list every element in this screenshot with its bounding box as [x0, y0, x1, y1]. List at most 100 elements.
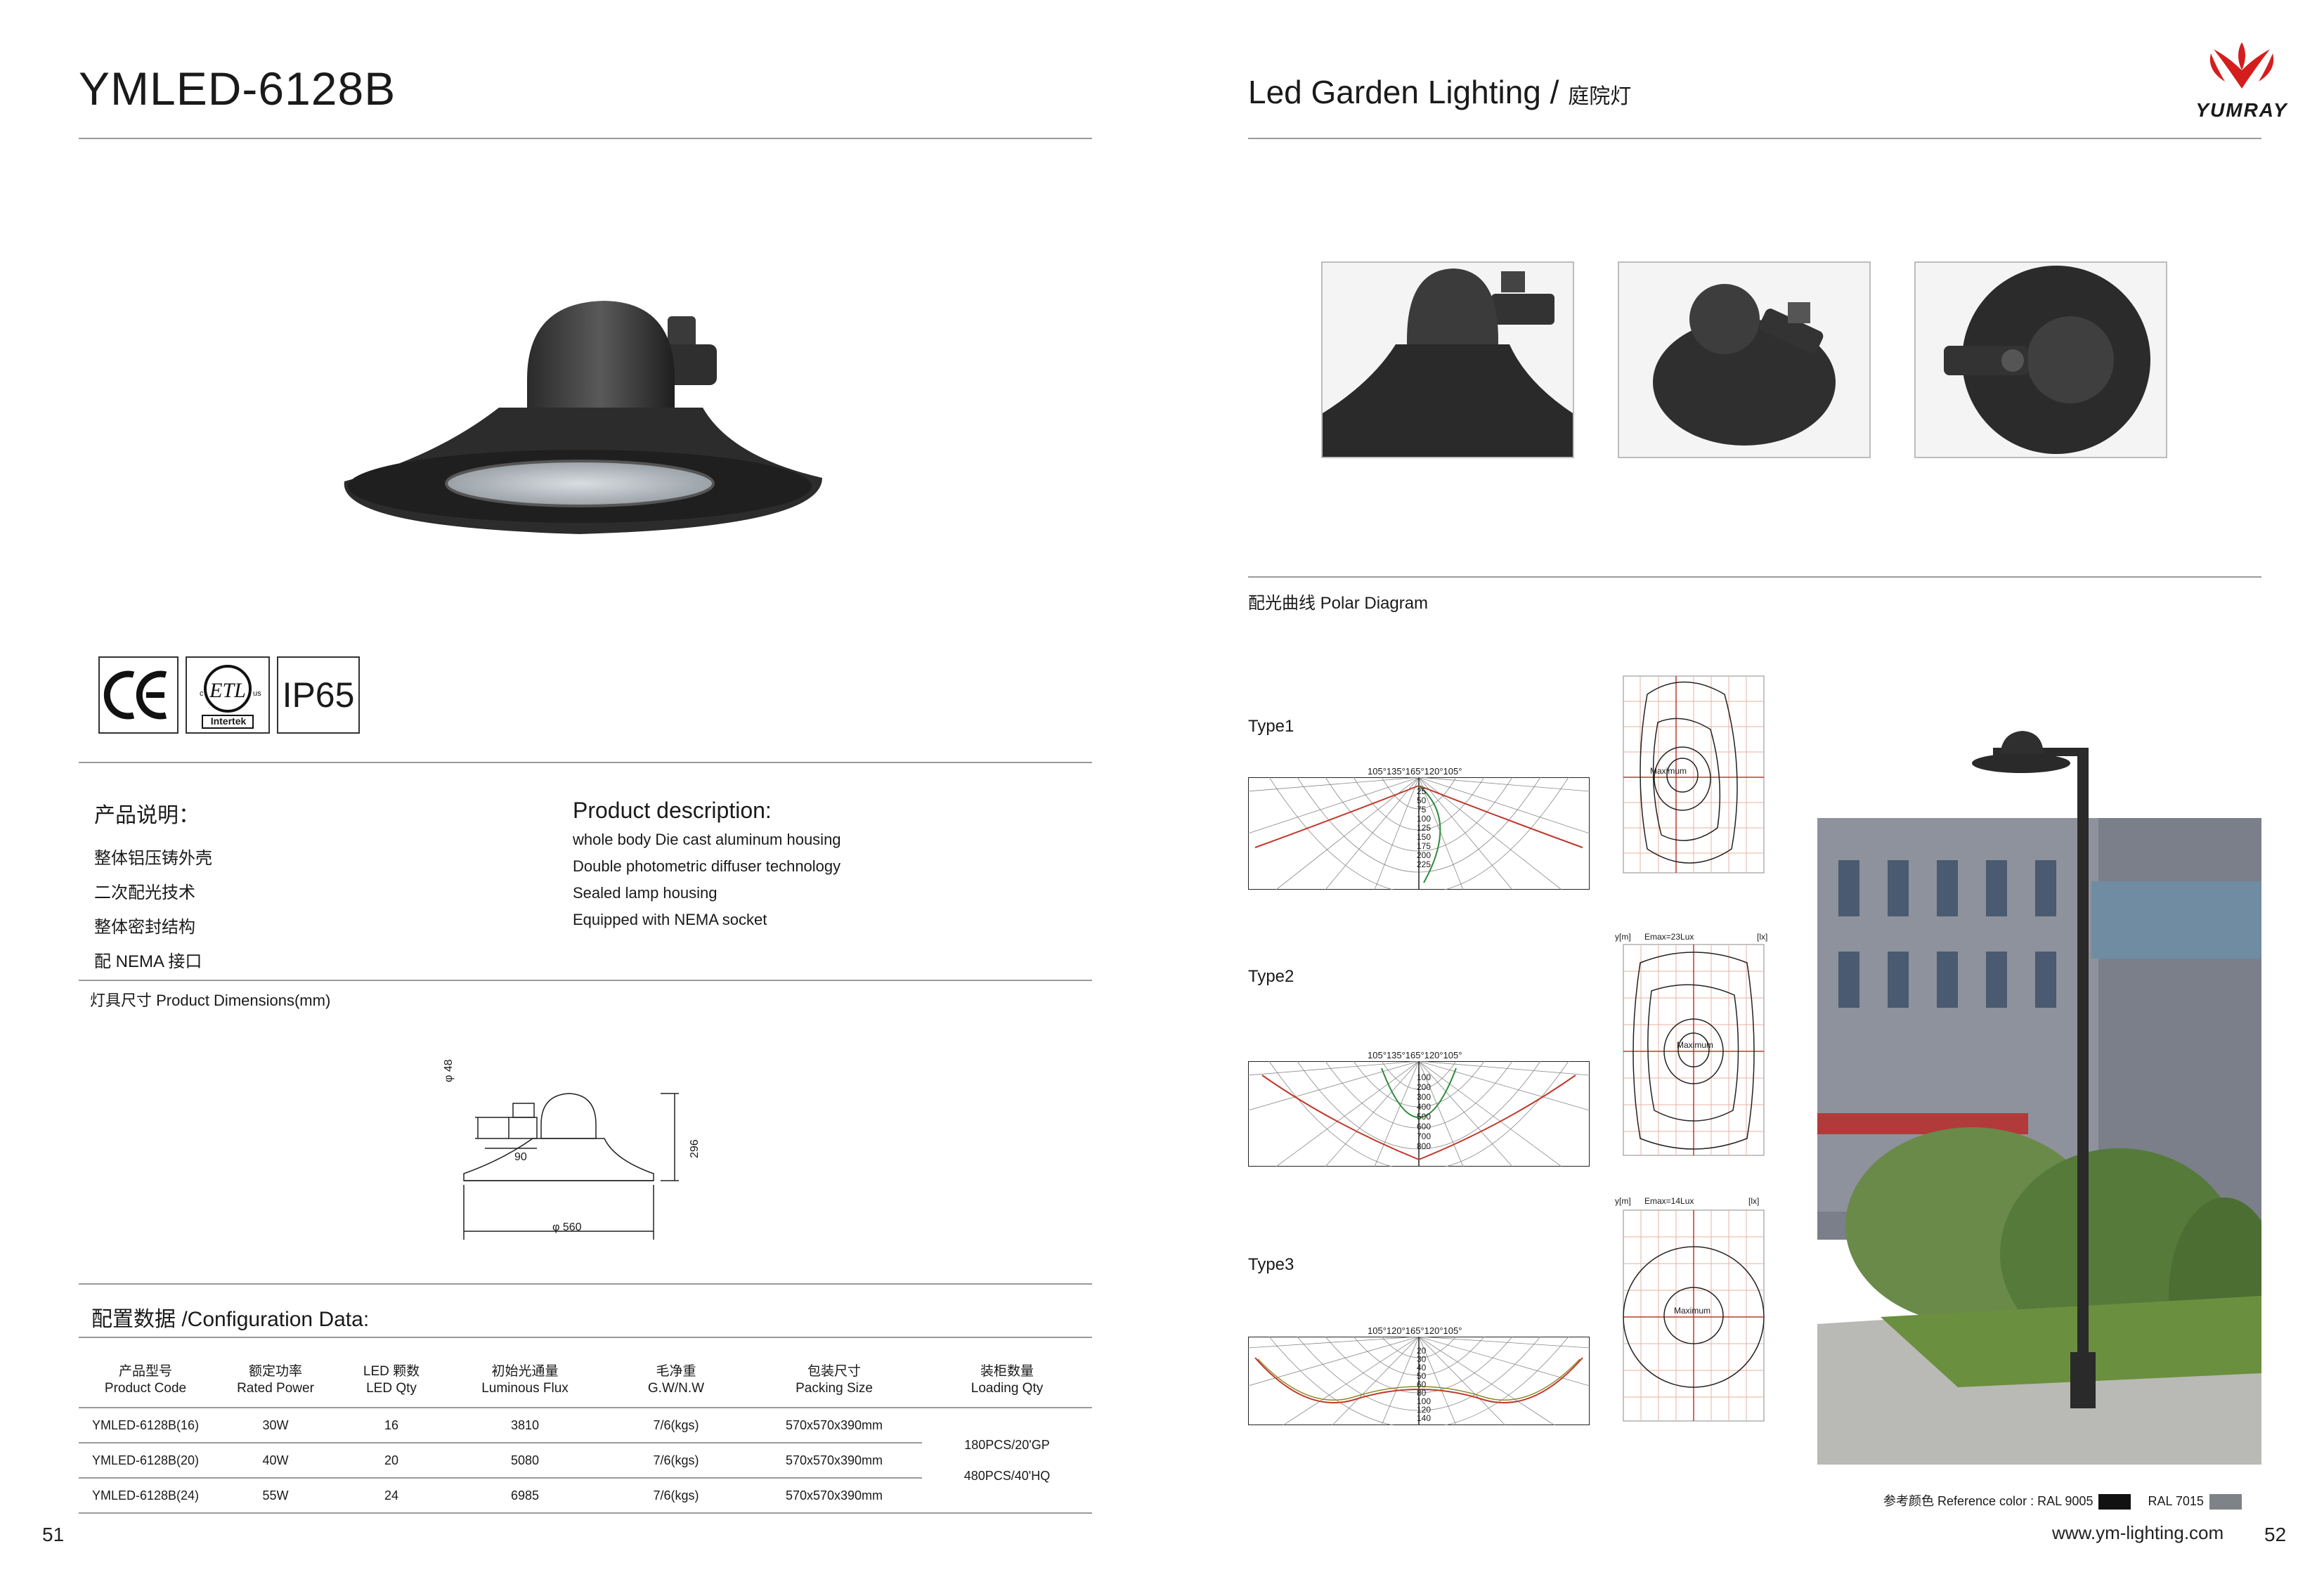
description-en: Product description: whole body Die cast… [573, 798, 841, 937]
type2-iso-emax: Emax=23Lux [1644, 932, 1694, 942]
dimensions-label: 灯具尺寸 Product Dimensions(mm) [90, 992, 331, 1009]
cell: 570x570x390mm [746, 1408, 922, 1443]
description-cn-title: 产品说明： [94, 804, 200, 827]
cell: 30W [212, 1408, 339, 1443]
cell: 20 [339, 1443, 444, 1479]
type3-iso-ylabel: y[m] [1615, 1196, 1631, 1206]
thumbnail-side-view [1321, 261, 1574, 458]
category-cn: 庭院灯 [1568, 85, 1632, 108]
dimension-drawing [463, 1093, 679, 1240]
type1-iso-max: Maximum [1650, 766, 1687, 776]
type1-polar-chart [1248, 777, 1590, 890]
description-en-item: Equipped with NEMA socket [573, 911, 767, 928]
type2-label: Type2 [1248, 967, 1294, 986]
description-cn-item: 整体密封结构 [94, 918, 195, 937]
cell: YMLED-6128B(16) [79, 1408, 212, 1443]
type2-iso-unit: [lx] [1757, 932, 1768, 942]
reference-color: 参考颜色 Reference color : RAL 9005 RAL 7015 [1883, 1491, 2242, 1510]
table-row: YMLED-6128B(16) 30W 16 3810 7/6(kgs) 570… [79, 1408, 1092, 1514]
type3-iso-unit: [lx] [1748, 1196, 1760, 1206]
divider [79, 762, 1092, 763]
type1-label: Type1 [1248, 717, 1294, 736]
dim-296: 296 [689, 1139, 701, 1158]
description-cn: 产品说明： 整体铝压铸外壳 二次配光技术 整体密封结构 配 NEMA 接口 [94, 798, 212, 982]
svg-text:ETL: ETL [209, 679, 246, 702]
divider [1248, 576, 2261, 578]
divider [1248, 138, 2261, 139]
etl-mark: ETL c us Intertek [186, 656, 270, 734]
svg-text:c: c [200, 689, 204, 698]
cell: 570x570x390mm [746, 1478, 922, 1514]
thumbnail-top-view [1914, 261, 2167, 458]
dim-d560: φ 560 [552, 1221, 582, 1233]
divider [79, 1337, 1092, 1338]
installation-photo [1817, 720, 2261, 1465]
type2-isolux-chart [1623, 944, 1765, 1156]
product-model-title: YMLED-6128B [79, 63, 396, 115]
description-cn-item: 二次配光技术 [94, 883, 195, 902]
logo-icon [2209, 42, 2274, 89]
table-row: YMLED-6128B(24) 55W 24 6985 7/6(kgs) 570… [79, 1478, 1092, 1514]
cell: 40W [212, 1443, 339, 1479]
type2-angle-labels: 105°135°165°120°105° [1368, 1050, 1462, 1060]
type3-isolux-chart [1623, 1209, 1765, 1422]
cell: 7/6(kgs) [606, 1408, 746, 1443]
type3-label: Type3 [1248, 1255, 1294, 1274]
category-en: Led Garden Lighting / [1248, 74, 1559, 110]
divider [79, 980, 1092, 981]
cell: 24 [339, 1478, 444, 1514]
type3-polar-chart [1248, 1337, 1590, 1425]
dim-90: 90 [514, 1151, 527, 1163]
cell: 55W [212, 1478, 339, 1514]
type3-angle-labels: 105°120°165°120°105° [1368, 1325, 1462, 1336]
type1-isolux-chart [1623, 675, 1765, 874]
divider [79, 138, 1092, 139]
ral7015-label: RAL 7015 [2148, 1494, 2204, 1508]
brand-logo: YUMRAY [2186, 39, 2298, 124]
website-link[interactable]: www.ym-lighting.com [2052, 1522, 2224, 1543]
ce-icon [103, 670, 167, 720]
type3-iso-max: Maximum [1674, 1306, 1711, 1316]
cell: 7/6(kgs) [606, 1478, 746, 1514]
ral9005-swatch [2098, 1494, 2131, 1510]
description-en-item: Double photometric diffuser technology [573, 857, 841, 875]
cell: 6985 [444, 1478, 606, 1514]
cell: 16 [339, 1408, 444, 1443]
description-en-item: Sealed lamp housing [573, 884, 718, 902]
description-cn-item: 配 NEMA 接口 [94, 952, 202, 971]
ref-color-label: 参考颜色 Reference color : RAL 9005 [1883, 1494, 2093, 1508]
cell: 3810 [444, 1408, 606, 1443]
divider [79, 1283, 1092, 1285]
brand-name: YUMRAY [2195, 99, 2288, 121]
cell: YMLED-6128B(20) [79, 1443, 212, 1479]
cell: 7/6(kgs) [606, 1443, 746, 1479]
polar-diagram-label: 配光曲线 Polar Diagram [1248, 594, 1429, 613]
ce-mark [98, 656, 178, 734]
cell: 570x570x390mm [746, 1443, 922, 1479]
type2-iso-ylabel: y[m] [1615, 932, 1631, 942]
lamp-hero-image [344, 301, 822, 534]
thumbnail-top-angle [1618, 261, 1871, 458]
description-cn-item: 整体铝压铸外壳 [94, 849, 212, 868]
intertek-label: Intertek [210, 715, 247, 727]
ip65-mark: IP65 [277, 656, 360, 734]
type3-iso-emax: Emax=14Lux [1644, 1196, 1694, 1206]
description-en-item: whole body Die cast aluminum housing [573, 831, 841, 848]
ral7015-swatch [2209, 1494, 2242, 1510]
dim-d48: φ 48 [443, 1059, 455, 1082]
cell: YMLED-6128B(24) [79, 1478, 212, 1514]
page-number-left: 51 [42, 1524, 65, 1545]
config-label: 配置数据 /Configuration Data: [91, 1308, 370, 1331]
